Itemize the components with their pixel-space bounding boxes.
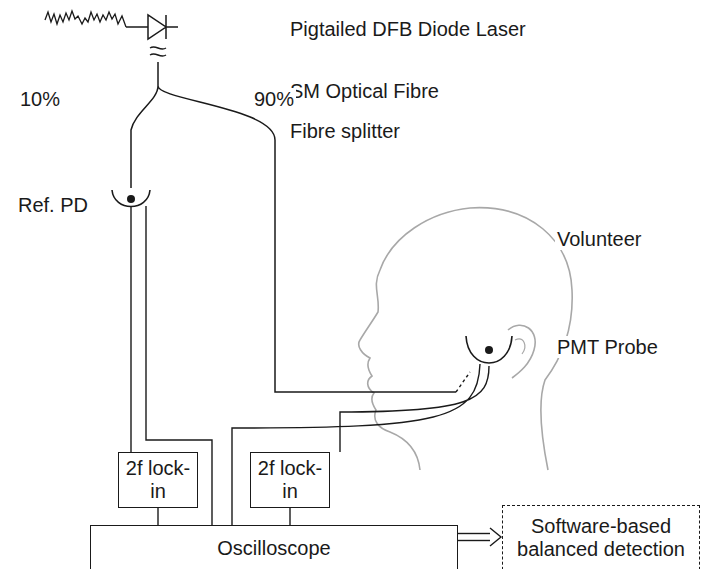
box-text: Oscilloscope [217,537,330,560]
device-label: Pigtailed DFB Diode Laser [288,18,528,40]
box-text: 2f lock-in [257,457,323,503]
device-label: Fibre splitter [288,120,402,142]
connector [158,508,159,525]
optical-fibre [131,62,456,392]
oscilloscope-box: Oscilloscope [90,525,458,569]
signal-wire [232,364,489,525]
emission-symbol [150,47,166,56]
lock-in-box: 2f lock-in [118,452,198,508]
photodiode-dot [127,195,135,203]
probe-label: PMT Probe [555,336,660,358]
ear [508,325,535,378]
connector [290,508,291,525]
noise-waveform [45,11,126,27]
ear-inner [515,339,525,354]
photodiode-symbol [112,190,150,207]
laser-lead [126,26,138,28]
connector [458,528,501,546]
lock-in-box: 2f lock-in [250,452,330,508]
pmt-probe-symbol [466,336,512,363]
detector-label: Ref. PD [16,194,90,216]
device-label: SM Optical Fibre [288,80,441,102]
split-ratio: 10% [18,88,62,110]
split-ratio: 90% [252,88,296,110]
diode-symbol [138,15,178,39]
subject-label: Volunteer [555,228,644,250]
fibre-to-mouth [456,372,470,392]
pmt-dot [485,346,493,354]
head-outline [359,208,572,470]
box-text: Software-based balanced detection [509,515,693,561]
software-box: Software-based balanced detection [502,505,700,569]
box-text: 2f lock-in [125,457,191,503]
